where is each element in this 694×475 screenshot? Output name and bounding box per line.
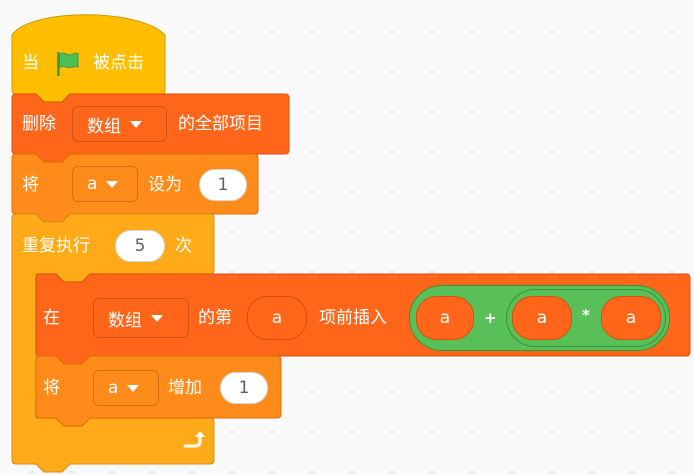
loop-arrow-icon <box>183 431 205 448</box>
variable-dropdown[interactable]: a <box>72 166 138 202</box>
chevron-down-icon <box>130 120 142 128</box>
hat-label-clicked: 被点击 <box>93 53 144 73</box>
change-label: 将 <box>43 378 60 398</box>
multiply-left-variable-reporter[interactable]: a <box>512 296 572 340</box>
index-variable-reporter[interactable]: a <box>247 296 307 340</box>
insert-before-label: 项前插入 <box>319 308 387 328</box>
variable-dropdown-value: a <box>87 174 98 194</box>
repeat-count-input[interactable]: 5 <box>115 230 165 262</box>
when-flag-clicked-hat-shape[interactable] <box>11 14 166 103</box>
multiply-right-variable-reporter[interactable]: a <box>601 296 661 340</box>
add-left-variable-reporter[interactable]: a <box>416 296 474 340</box>
set-to-label: 设为 <box>148 175 182 195</box>
plus-operator-symbol: + <box>484 309 497 327</box>
nth-label: 的第 <box>198 308 232 328</box>
chevron-down-icon <box>127 384 140 392</box>
repeat-times-label: 次 <box>175 236 192 256</box>
green-flag-icon <box>57 52 79 76</box>
list-dropdown[interactable]: 数组 <box>72 106 167 142</box>
change-variable-dropdown-value: a <box>108 378 119 398</box>
delete-label: 删除 <box>22 114 56 134</box>
multiply-operator-symbol: * <box>582 306 590 324</box>
repeat-label: 重复执行 <box>22 236 90 256</box>
chevron-down-icon <box>151 314 163 322</box>
set-label: 将 <box>22 175 39 195</box>
list-dropdown-value: 数组 <box>87 116 121 137</box>
insert-list-dropdown[interactable]: 数组 <box>93 298 189 338</box>
chevron-down-icon <box>106 180 119 188</box>
all-items-label: 的全部项目 <box>178 114 263 134</box>
insert-at-label: 在 <box>43 308 60 328</box>
set-value-input[interactable]: 1 <box>199 169 247 201</box>
change-value-input[interactable]: 1 <box>220 372 268 404</box>
change-by-label: 增加 <box>168 378 202 398</box>
insert-list-dropdown-value: 数组 <box>108 310 142 331</box>
hat-label-when: 当 <box>22 53 39 73</box>
repeat-block-shape[interactable] <box>11 213 215 473</box>
change-variable-dropdown[interactable]: a <box>93 370 159 406</box>
